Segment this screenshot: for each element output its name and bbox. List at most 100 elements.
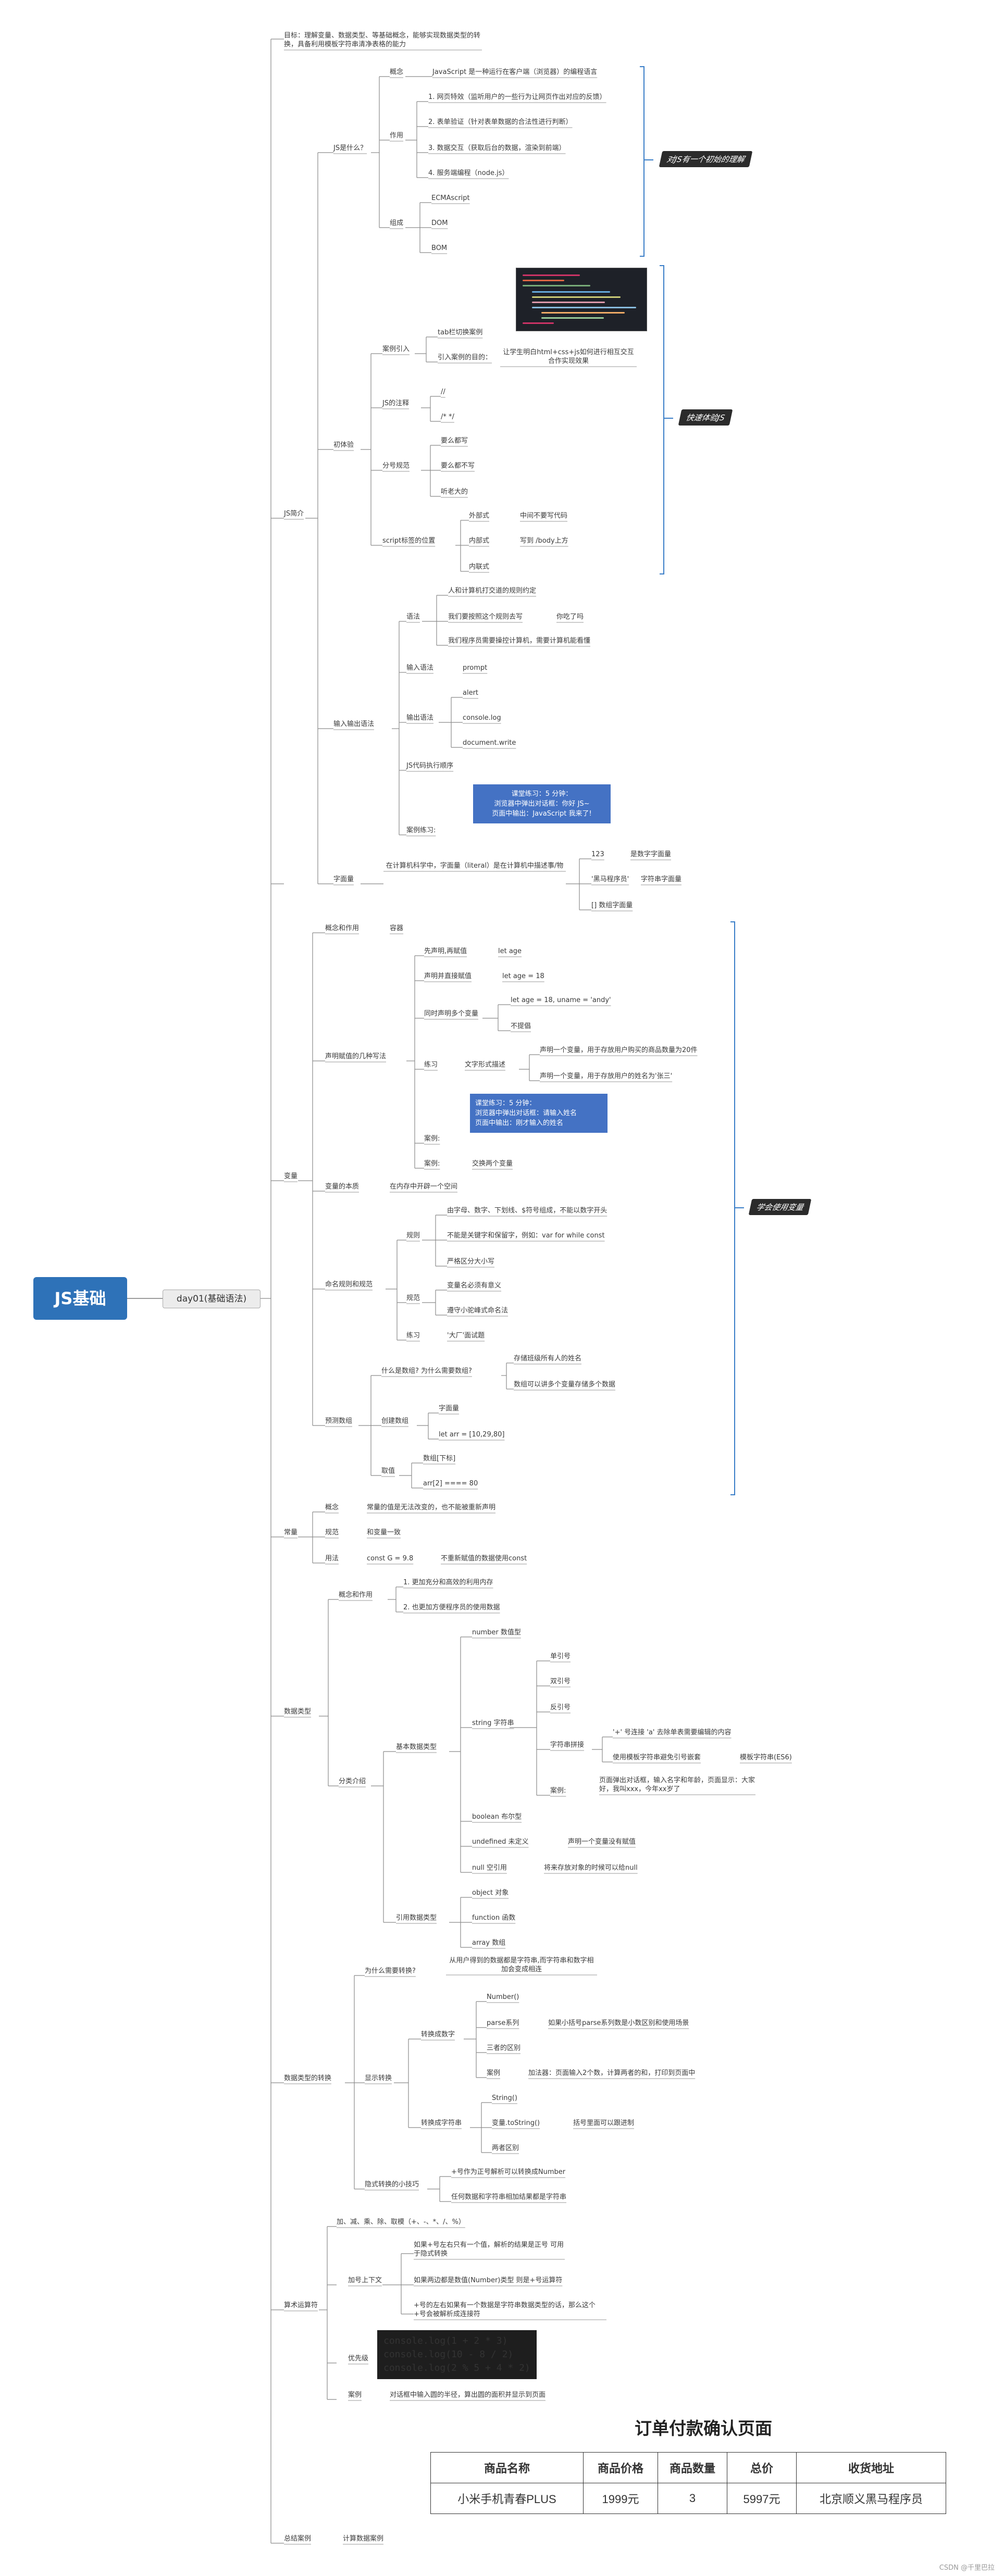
num-number: Number() bbox=[487, 1993, 519, 2001]
way-2-code: let age = 18 bbox=[502, 972, 544, 980]
comment-node[interactable]: JS的注释 bbox=[382, 399, 410, 407]
root-node[interactable]: JS基础 bbox=[33, 1277, 127, 1320]
const-concept[interactable]: 概念 bbox=[325, 1504, 339, 1511]
op-case-text: 对话框中输入圆的半径，算出圆的面积并显示到页面 bbox=[390, 2391, 546, 2399]
way-3-note: 不提倡 bbox=[511, 1022, 531, 1030]
dt-case-text: 页面弹出对话框，输入名字和年龄，页面显示：大家好，我叫xxx，今年xx岁了 bbox=[599, 1777, 755, 1793]
var-case-label[interactable]: 案例: bbox=[424, 1135, 440, 1143]
role-item-2: 2. 表单验证（针对表单数据的合法性进行判断） bbox=[428, 118, 573, 126]
plus-context-node[interactable]: 加号上下文 bbox=[348, 2277, 382, 2284]
dt-concept-node[interactable]: 概念和作用 bbox=[339, 1591, 373, 1599]
type-string[interactable]: string 字符串 bbox=[472, 1719, 514, 1727]
type-null: null 空引用 bbox=[472, 1864, 507, 1872]
datatype-node[interactable]: 数据类型 bbox=[284, 1708, 312, 1716]
way-1: 先声明,再赋值 bbox=[424, 947, 467, 955]
plus-item-2: 如果两边都是数值(Number)类型 则是+号运算符 bbox=[414, 2277, 563, 2284]
implicit-node[interactable]: 隐式转换的小技巧 bbox=[365, 2181, 419, 2189]
str-diff: 两者区别 bbox=[492, 2144, 519, 2152]
array-get-node[interactable]: 取值 bbox=[381, 1467, 395, 1475]
array-why-2: 数组可以讲多个变量存储多个数据 bbox=[514, 1381, 616, 1389]
norm-2: 遵守小驼峰式命名法 bbox=[447, 1307, 509, 1315]
array-why-node[interactable]: 什么是数组? 为什么需要数组? bbox=[381, 1367, 472, 1375]
note-js-understand: 对JS有一个初始的理解 bbox=[659, 151, 753, 167]
quote-back: 反引号 bbox=[550, 1704, 571, 1711]
syntax-item-2: 我们要按照这个规则去写 bbox=[448, 613, 523, 621]
array-create-node[interactable]: 创建数组 bbox=[381, 1417, 409, 1425]
output-console: console.log bbox=[463, 714, 501, 722]
var-essence-node[interactable]: 变量的本质 bbox=[325, 1183, 360, 1191]
io-node[interactable]: 输入输出语法 bbox=[333, 720, 375, 728]
first-exp-node[interactable]: 初体验 bbox=[333, 441, 354, 449]
order-cell: 5997元 bbox=[727, 2483, 797, 2514]
var-practice-node[interactable]: 练习 bbox=[424, 1061, 438, 1069]
dt-case-node[interactable]: 案例: bbox=[550, 1787, 566, 1795]
day-node[interactable]: day01(基础语法) bbox=[163, 1290, 261, 1308]
js-intro-node[interactable]: JS简介 bbox=[284, 510, 304, 518]
var-case2-node[interactable]: 案例: bbox=[424, 1160, 440, 1168]
var-ways-node[interactable]: 声明赋值的几种写法 bbox=[325, 1053, 387, 1060]
compose-bom: BOM bbox=[431, 244, 448, 252]
implicit-1: +号作为正号解析可以转换成Number bbox=[451, 2168, 566, 2176]
compose-node[interactable]: 组成 bbox=[390, 219, 404, 227]
code-line-3: console.log(2 % 5 + 4 * 2) bbox=[383, 2362, 530, 2373]
var-naming-node[interactable]: 命名规则和规范 bbox=[325, 1281, 373, 1289]
concept-node[interactable]: 概念 bbox=[390, 68, 404, 76]
ref-type-node[interactable]: 引用数据类型 bbox=[396, 1914, 437, 1922]
var-essence-text: 在内存中开辟一个空间 bbox=[390, 1183, 458, 1191]
tab-case: tab栏切换案例 bbox=[438, 329, 483, 336]
semicolon-node[interactable]: 分号规范 bbox=[382, 462, 410, 470]
order-cell: 1999元 bbox=[583, 2483, 658, 2514]
var-concept-note: 容器 bbox=[390, 924, 404, 932]
array-get-2: arr[2] ==== 80 bbox=[423, 1480, 478, 1487]
type-number: number 数值型 bbox=[472, 1629, 521, 1636]
compose-ecma: ECMAscript bbox=[431, 194, 470, 202]
type-boolean: boolean 布尔型 bbox=[472, 1813, 522, 1821]
array-node[interactable]: 预测数组 bbox=[325, 1417, 353, 1425]
convert-why-node[interactable]: 为什么需要转换? bbox=[365, 1967, 416, 1975]
case-intro-node[interactable]: 案例引入 bbox=[382, 345, 410, 353]
null-note: 将来存放对象的时候可以给null bbox=[544, 1864, 638, 1872]
basic-type-node[interactable]: 基本数据类型 bbox=[396, 1743, 437, 1751]
op-case-node[interactable]: 案例 bbox=[348, 2391, 362, 2399]
output-node[interactable]: 输出语法 bbox=[406, 714, 434, 722]
practice-desc-a: 声明一个变量，用于存放用户购买的商品数量为20件 bbox=[540, 1046, 698, 1054]
syntax-node[interactable]: 语法 bbox=[406, 613, 420, 621]
constant-node[interactable]: 常量 bbox=[284, 1529, 298, 1536]
num-diff: 三者的区别 bbox=[487, 2044, 521, 2052]
script-pos-node[interactable]: script标签的位置 bbox=[382, 537, 436, 545]
to-number-node[interactable]: 转换成数字 bbox=[421, 2031, 455, 2039]
order-header: 商品数量 bbox=[658, 2452, 727, 2483]
goal-text: 目标：理解变量、数据类型、等基础概念，能够实现数据类型的转换，具备利用模板字符串… bbox=[284, 32, 481, 48]
var-concept-node[interactable]: 概念和作用 bbox=[325, 924, 360, 932]
to-string-node[interactable]: 转换成字符串 bbox=[421, 2119, 462, 2127]
var-practice2-node[interactable]: 练习 bbox=[406, 1332, 420, 1340]
js-what-node[interactable]: JS是什么？ bbox=[333, 144, 367, 152]
literal-node[interactable]: 字面量 bbox=[333, 876, 354, 883]
order-header: 商品价格 bbox=[583, 2452, 658, 2483]
priority-node[interactable]: 优先级 bbox=[348, 2355, 369, 2362]
const-norm[interactable]: 规范 bbox=[325, 1529, 339, 1536]
variable-node[interactable]: 变量 bbox=[284, 1172, 298, 1180]
var-practice2-text: '大厂'面试题 bbox=[447, 1332, 485, 1340]
dt-concept-2: 2. 也更加方便程序员的使用数据 bbox=[403, 1604, 500, 1611]
tpl-node[interactable]: 字符串拼接 bbox=[550, 1741, 585, 1749]
convert-node[interactable]: 数据类型的转换 bbox=[284, 2074, 332, 2082]
explicit-node[interactable]: 显示转换 bbox=[365, 2074, 392, 2082]
dt-classify-node[interactable]: 分类介绍 bbox=[339, 1778, 366, 1785]
operator-node[interactable]: 算术运算符 bbox=[284, 2302, 318, 2309]
summary-node[interactable]: 总结案例 bbox=[284, 2535, 312, 2543]
literal-string: '黑马程序员' bbox=[591, 876, 629, 883]
rules-node[interactable]: 规则 bbox=[406, 1232, 420, 1240]
code-line-1: console.log(1 + 2 * 3) bbox=[383, 2335, 508, 2346]
const-usage[interactable]: 用法 bbox=[325, 1555, 339, 1562]
role-node[interactable]: 作用 bbox=[390, 132, 404, 140]
input-node[interactable]: 输入语法 bbox=[406, 664, 434, 672]
norms-node[interactable]: 规范 bbox=[406, 1294, 420, 1302]
code-line-2: console.log(10 - 8 / 2) bbox=[383, 2349, 514, 2360]
case-practice-node[interactable]: 案例练习: bbox=[406, 827, 436, 834]
case-purpose-text: 让学生明白html+css+js如何进行相互交互合作实现效果 bbox=[503, 348, 634, 365]
order-node[interactable]: JS代码执行顺序 bbox=[406, 762, 454, 770]
const-usage-text: 不重新赋值的数据使用const bbox=[441, 1555, 527, 1562]
external-node: 外部式 bbox=[469, 512, 490, 520]
